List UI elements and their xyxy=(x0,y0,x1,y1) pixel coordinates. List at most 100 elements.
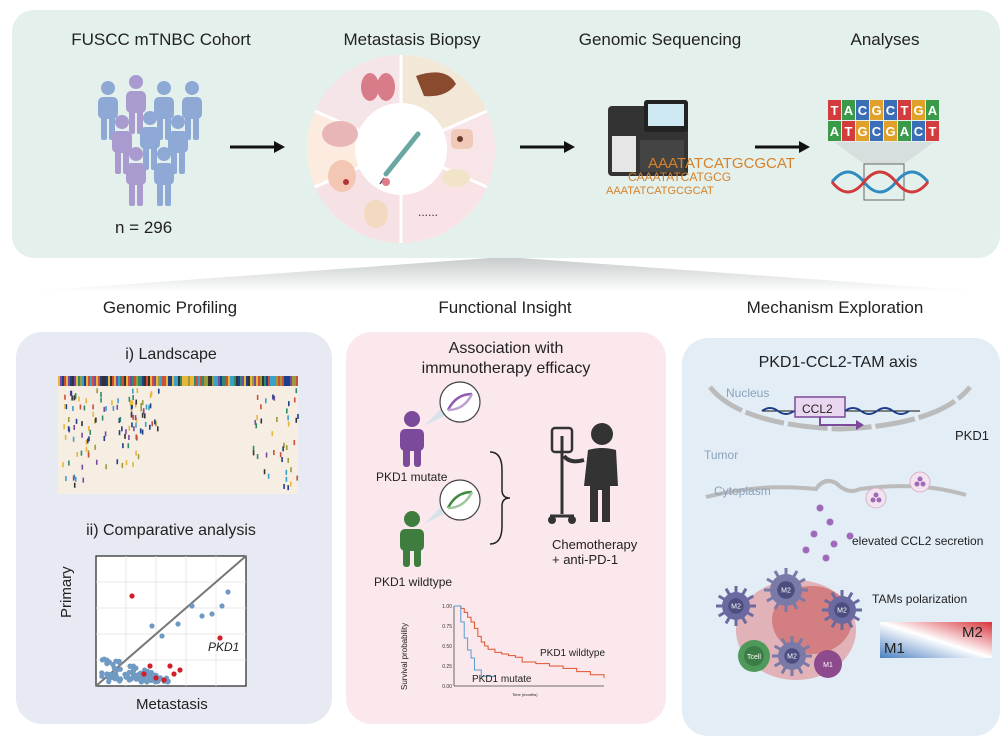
oncoprint-mutation xyxy=(273,395,276,401)
oncoprint-mutation xyxy=(134,415,137,421)
oncoprint-header-cell xyxy=(272,376,274,386)
sequence-letter: A xyxy=(928,103,938,118)
oncoprint-header-cell xyxy=(158,376,160,386)
person-leg xyxy=(165,182,171,206)
oncoprint-header-cell xyxy=(268,376,270,386)
person-head xyxy=(157,147,171,161)
oncoprint-header-cell xyxy=(60,376,62,386)
oncoprint-header-cell xyxy=(58,376,60,386)
oncoprint-mutation xyxy=(119,416,122,422)
functional-heading-line1: Association with xyxy=(448,340,564,357)
oncoprint-mutation xyxy=(254,419,257,425)
km-x-label: Time (months) xyxy=(512,692,538,697)
sequence-cell xyxy=(842,100,855,120)
oncoprint-header-cell xyxy=(164,376,166,386)
oncoprint-header-cell xyxy=(74,376,76,386)
scatter-point-highlight xyxy=(217,635,223,641)
km-tick-label: 0.00 xyxy=(442,684,452,690)
oncoprint-mutation xyxy=(64,394,66,400)
oncoprint-mutation xyxy=(142,409,145,415)
oncoprint-mutation xyxy=(112,405,115,411)
oncoprint-header-cell xyxy=(280,376,282,386)
oncoprint-mutation xyxy=(78,396,80,402)
oncoprint-mutation xyxy=(81,432,83,438)
oncoprint-mutation xyxy=(149,392,152,398)
oncoprint-mutation xyxy=(128,425,131,431)
scatter-point-highlight xyxy=(177,667,183,673)
oncoprint-header-cell xyxy=(178,376,180,386)
oncoprint-mutation xyxy=(67,426,70,432)
person-leg xyxy=(179,150,185,174)
oncoprint-mutation xyxy=(133,426,135,432)
stage-title-biopsy: Metastasis Biopsy xyxy=(343,30,481,49)
oncoprint-mutation xyxy=(276,416,278,422)
scatter-point xyxy=(110,662,116,668)
nucleus-label: Nucleus xyxy=(726,386,770,400)
sequence-cell xyxy=(870,100,883,120)
dna-mutation-bubble-icon xyxy=(424,381,481,426)
oncoprint-mutation xyxy=(135,399,138,405)
person-leg xyxy=(101,116,107,140)
oncoprint-header-cell xyxy=(174,376,176,386)
scatter-point xyxy=(145,677,151,684)
oncoprint-header-cell xyxy=(182,376,184,386)
km-tick-label: 0.50 xyxy=(442,644,452,650)
person-leg xyxy=(137,110,143,134)
oncoprint-header-cell xyxy=(248,376,250,386)
oncoprint-mutation xyxy=(137,454,140,460)
oncoprint-mutation xyxy=(290,481,292,487)
oncoprint-mutation xyxy=(65,404,68,410)
m2-cell-label: M2 xyxy=(837,608,847,615)
scatter-point xyxy=(140,677,146,683)
oncoprint-header-cell xyxy=(114,376,116,386)
person-body xyxy=(98,97,118,119)
sequence-letter: A xyxy=(844,103,854,118)
oncoprint-mutation xyxy=(125,429,127,435)
dna-sequence-line: AAATATCATGCGCAT xyxy=(606,185,714,197)
oncoprint-header-cell xyxy=(62,376,64,386)
oncoprint-header-cell xyxy=(98,376,100,386)
oncoprint-header-cell xyxy=(72,376,74,386)
vesicle-dot xyxy=(914,481,920,487)
macrophage-nucleus xyxy=(728,598,744,614)
sequence-letter: T xyxy=(901,103,909,118)
sequence-cell xyxy=(884,121,897,141)
scatter-point-highlight xyxy=(167,663,173,669)
sequence-letter: T xyxy=(831,103,839,118)
person-head xyxy=(185,81,199,95)
oncoprint-mutation xyxy=(260,418,263,424)
m2-cell-label: M2 xyxy=(787,654,797,661)
treatment-line1: Chemotherapy xyxy=(552,537,638,552)
person-head xyxy=(115,115,129,129)
km-tick-label: 0.75 xyxy=(442,624,452,630)
person-leg xyxy=(151,146,157,170)
oncoprint-mutation xyxy=(252,445,255,451)
oncoprint-mutation xyxy=(155,421,157,427)
oncoprint-header-cell xyxy=(194,376,196,386)
oncoprint-mutation xyxy=(281,457,283,463)
oncoprint-header-cell xyxy=(78,376,80,386)
oncoprint-header-cell xyxy=(238,376,240,386)
scatter-point xyxy=(116,658,122,664)
oncoprint-header-cell xyxy=(170,376,172,386)
oncoprint-mutation xyxy=(100,391,102,397)
oncoprint-mutation xyxy=(297,413,299,419)
oncoprint-mutation xyxy=(128,434,130,440)
scatter-point xyxy=(199,613,205,619)
oncoprint-mutation xyxy=(92,404,94,410)
ccl2-dot xyxy=(810,530,818,538)
oncoprint-mutation xyxy=(256,415,258,421)
oncoprint-header-cell xyxy=(190,376,192,386)
sequence-letter: T xyxy=(845,124,853,139)
oncoprint-mutation xyxy=(140,402,142,408)
oncoprint-mutation xyxy=(79,404,82,410)
oncoprint-mutation xyxy=(287,415,289,421)
scatter-point-highlight xyxy=(161,677,167,683)
oncoprint-mutation xyxy=(72,475,75,481)
oncoprint-mutation xyxy=(86,438,89,444)
arrow-right-icon xyxy=(520,141,575,153)
oncoprint-header-cell xyxy=(168,376,170,386)
sequence-cell xyxy=(926,121,939,141)
oncoprint-mutation xyxy=(135,417,138,423)
